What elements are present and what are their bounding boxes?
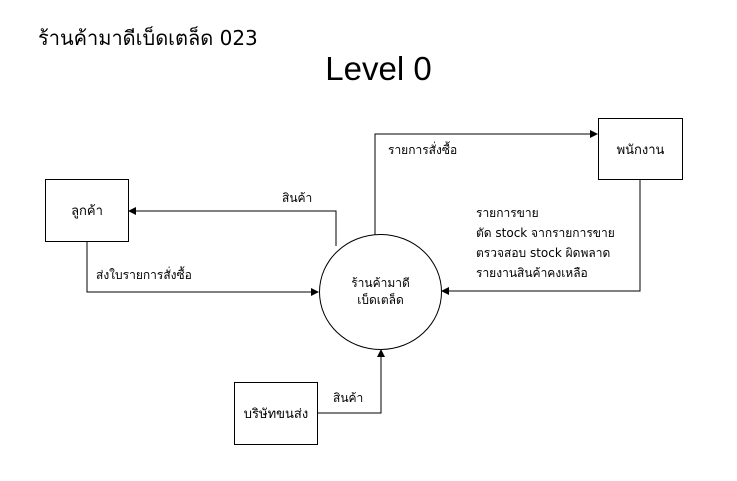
entity-employee-label: พนักงาน xyxy=(616,142,665,158)
label-employee-line-2: ตัด stock จากรายการขาย xyxy=(476,226,615,240)
label-transport-to-process: สินค้า xyxy=(333,391,364,405)
arrow-customer-to-process xyxy=(86,242,319,296)
entity-transport-label: บริษัทขนส่ง xyxy=(243,407,309,422)
entity-employee: พนักงาน xyxy=(598,118,683,180)
arrow-employee-to-process xyxy=(441,179,641,295)
process-label-line2: เบ็ดเตล็ด xyxy=(357,293,404,307)
arrow-process-to-employee xyxy=(374,130,598,235)
entity-customer: ลูกค้า xyxy=(45,179,129,242)
label-employee-line-1: รายการขาย xyxy=(476,206,539,220)
label-employee-line-3: ตรวจสอบ stock ผิดพลาด xyxy=(476,246,611,260)
label-process-to-employee: รายการสั่งซื้อ xyxy=(388,143,458,157)
diagram-corner-title: ร้านค้ามาดีเบ็ดเตล็ด 023 xyxy=(38,26,258,50)
label-employee-line-4: รายงานสินค้าคงเหลือ xyxy=(476,266,588,280)
entity-customer-label: ลูกค้า xyxy=(71,204,103,219)
diagram-level-title: Level 0 xyxy=(325,50,432,87)
label-process-to-customer: สินค้า xyxy=(282,191,313,205)
arrow-process-to-customer xyxy=(128,207,337,246)
label-employee-to-process: รายการขาย ตัด stock จากรายการขาย ตรวจสอบ… xyxy=(476,203,615,283)
arrow-transport-to-process xyxy=(318,349,385,414)
process-label-line1: ร้านค้ามาดี xyxy=(351,276,410,290)
process-shop: ร้านค้ามาดี เบ็ดเตล็ด xyxy=(319,234,442,350)
label-customer-to-process: ส่งใบรายการสั่งซื้อ xyxy=(96,268,192,282)
entity-transport: บริษัทขนส่ง xyxy=(234,382,318,445)
